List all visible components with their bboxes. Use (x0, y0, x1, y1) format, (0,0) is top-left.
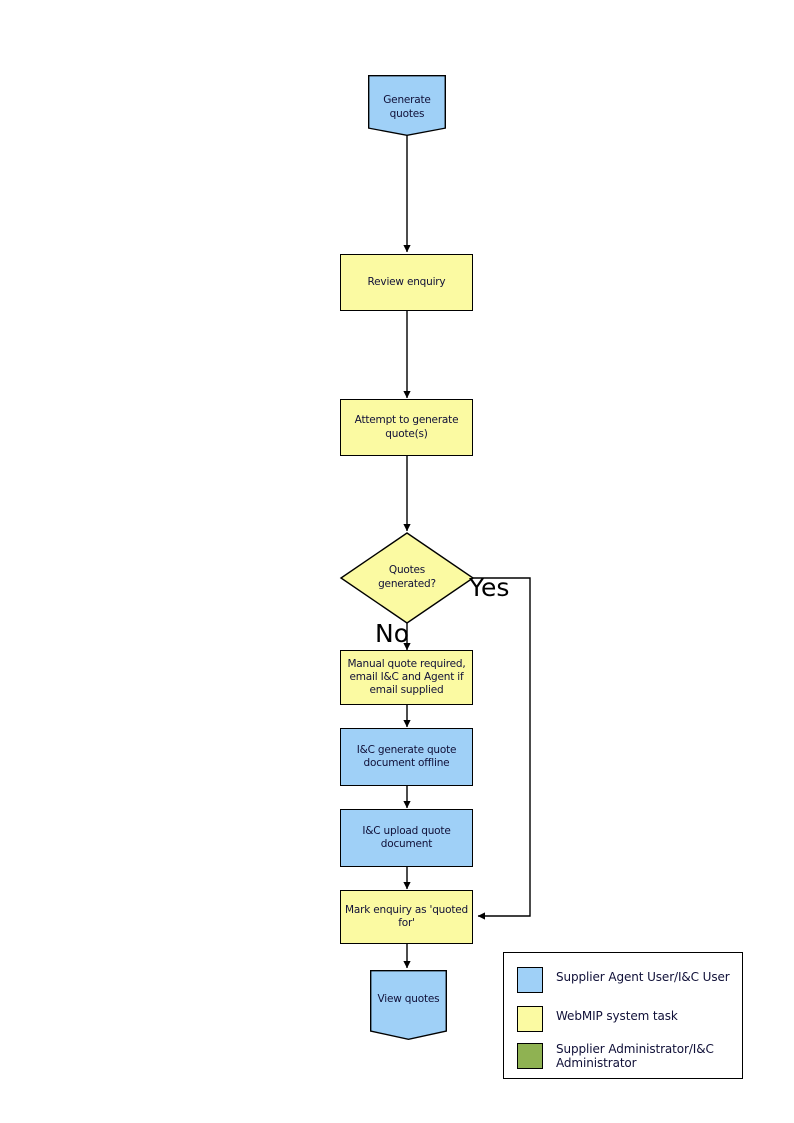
edge-label-yes: Yes (469, 573, 510, 602)
node-review-enquiry[interactable]: Review enquiry (340, 254, 473, 311)
legend-label-supplier-administrator: Supplier Administrator/I&C Administrator (556, 1042, 714, 1070)
legend-swatch-yellow (517, 1006, 543, 1032)
node-view-quotes[interactable]: View quotes (371, 971, 446, 1039)
node-mark-enquiry-as-quoted-for[interactable]: Mark enquiry as 'quoted for' (340, 890, 473, 944)
legend-label-webmip-system-task: WebMIP system task (556, 1009, 678, 1023)
legend: Supplier Agent User/I&C User WebMIP syst… (503, 952, 743, 1079)
node-ic-upload-quote-document[interactable]: I&C upload quote document (340, 809, 473, 867)
legend-label-supplier-agent-user: Supplier Agent User/I&C User (556, 970, 730, 984)
node-generate-quotes[interactable]: Generate quotes (369, 76, 445, 135)
legend-item-supplier-administrator: Supplier Administrator/I&C Administrator (517, 1042, 714, 1071)
node-attempt-to-generate-quotes[interactable]: Attempt to generate quote(s) (340, 399, 473, 456)
legend-item-webmip-system-task: WebMIP system task (517, 1006, 678, 1032)
legend-swatch-blue (517, 967, 543, 993)
decision-quotes-generated-shape (339, 532, 475, 624)
node-manual-quote-required[interactable]: Manual quote required, email I&C and Age… (340, 650, 473, 705)
node-quotes-generated[interactable]: Quotes generated? (378, 564, 436, 590)
legend-item-supplier-agent-user: Supplier Agent User/I&C User (517, 967, 730, 993)
node-ic-generate-quote-document-offline[interactable]: I&C generate quote document offline (340, 728, 473, 786)
edge-label-no: No (375, 619, 409, 648)
legend-swatch-green (517, 1043, 543, 1069)
edge-decision-yes-to-mark-enquiry (473, 577, 531, 920)
